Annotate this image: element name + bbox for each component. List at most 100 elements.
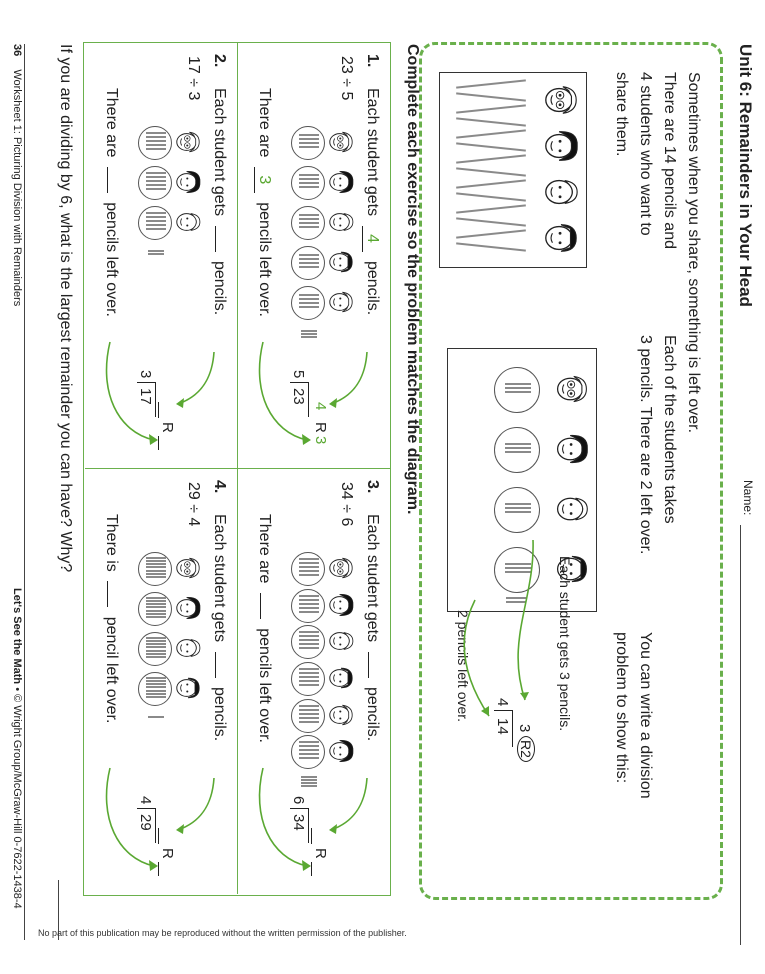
pencil-icon	[146, 566, 166, 569]
pencil-icon	[146, 176, 166, 178]
pencil-icon	[299, 174, 319, 176]
student-face-icon	[545, 179, 578, 205]
pencil-icon	[299, 668, 319, 670]
pencils-left-over-line: There are 3 pencils left over.	[254, 88, 273, 317]
answer-line-2[interactable]	[24, 44, 25, 940]
pencil-icon	[299, 218, 319, 220]
pencil-icon	[301, 776, 317, 778]
remainder-label: R	[312, 848, 329, 859]
divisor: 4	[137, 796, 154, 805]
pencil-icon	[299, 672, 319, 674]
student-face-icon	[556, 555, 587, 583]
pencil-icon	[299, 639, 319, 642]
remainder-answer[interactable]	[158, 862, 176, 876]
pencil-icon	[146, 216, 166, 218]
student-face-icon	[556, 434, 588, 464]
each-student-gets-line: Each student gets pencils.	[211, 88, 228, 316]
exercise-number: 4.	[211, 480, 228, 494]
exercise-number: 2.	[211, 54, 228, 68]
left-over-answer[interactable]	[260, 592, 261, 619]
publisher-credit: • © Wright Group/McGraw-Hill 0-7622-1438…	[11, 684, 23, 909]
gets-answer[interactable]	[215, 225, 216, 252]
pencil-icon	[146, 563, 166, 566]
pencil-icon	[146, 637, 166, 639]
pencil-icon	[146, 184, 166, 186]
left-over-answer[interactable]	[107, 166, 108, 193]
student-face-icon	[329, 171, 354, 193]
student-face-icon	[329, 213, 354, 231]
divisor: 3	[137, 370, 154, 379]
pencil-icon	[299, 254, 319, 256]
pencil-icon	[299, 704, 319, 707]
remainder-label: R	[312, 422, 329, 433]
pencil-icon	[146, 144, 166, 146]
pencil-icon	[299, 631, 319, 634]
intro-picture-shared-pencils	[447, 348, 597, 612]
pencil-icon	[301, 336, 317, 338]
pencil-icon	[299, 753, 319, 756]
pencil-icon	[146, 686, 166, 689]
remainder-answer[interactable]	[311, 862, 329, 876]
pencil-icon	[299, 643, 319, 646]
pencil-icon	[146, 188, 166, 190]
pencil-icon	[146, 228, 166, 230]
pencil-icon	[299, 594, 319, 597]
gets-answer[interactable]: 4	[362, 225, 381, 252]
pencil-icon	[299, 178, 319, 180]
student-face-icon	[329, 632, 354, 651]
pencil-icon	[299, 138, 319, 140]
quotient-answer[interactable]	[158, 828, 176, 844]
student-face-icon	[329, 667, 353, 689]
left-over-answer[interactable]	[107, 581, 108, 608]
pencil-icon	[299, 708, 319, 711]
worksheet-title: Worksheet 1: Picturing Division with Rem…	[11, 69, 23, 307]
quotient-answer[interactable]: 4	[312, 402, 329, 411]
pencil-icon	[301, 333, 317, 335]
pencil-icon	[146, 606, 166, 609]
pencil-icon	[148, 716, 164, 718]
gets-answer[interactable]	[215, 651, 216, 678]
pencil-icon	[299, 186, 319, 188]
student-face-icon	[556, 497, 588, 521]
pencil-icon	[146, 560, 166, 563]
pencil-icon	[146, 600, 166, 603]
remainder-answer[interactable]	[158, 436, 176, 450]
pencil-icon	[146, 612, 166, 615]
exercise-number: 3.	[364, 480, 381, 494]
pencil-icon	[299, 134, 319, 136]
pencil-icon	[148, 253, 164, 255]
each-student-gets-line: Each student gets pencils.	[364, 514, 381, 742]
pencil-icon	[146, 643, 166, 646]
pencil-icon	[299, 182, 319, 184]
quotient-answer[interactable]	[158, 402, 176, 418]
copyright-notice: No part of this publication may be repro…	[38, 928, 407, 938]
gets-answer[interactable]	[368, 651, 369, 678]
pencil-icon	[146, 615, 166, 618]
pencils-left-over-line: There is pencil left over.	[103, 514, 120, 724]
student-face-icon	[176, 213, 201, 231]
student-face-icon	[329, 740, 354, 763]
pencil-icon	[146, 677, 166, 679]
left-over-answer[interactable]: 3	[254, 166, 273, 193]
student-face-icon	[545, 131, 578, 161]
student-face-icon	[176, 677, 200, 699]
remainder-answer[interactable]: 3	[312, 436, 329, 445]
exercise-expression: 34 ÷ 6	[338, 482, 355, 527]
dividend: 17	[137, 388, 154, 405]
pencil-icon	[299, 602, 319, 605]
divisor: 5	[290, 370, 307, 379]
pencil-icon	[299, 757, 319, 760]
pencil-icon	[146, 224, 166, 226]
pencil-icon	[299, 680, 319, 682]
pencil-icon	[146, 655, 166, 658]
pencil-icon	[299, 598, 319, 601]
pencil-icon	[299, 562, 319, 564]
student-face-icon	[176, 171, 201, 193]
pencil-icon	[299, 570, 319, 572]
quotient-answer[interactable]	[311, 828, 329, 844]
pencil-icon	[146, 683, 166, 686]
